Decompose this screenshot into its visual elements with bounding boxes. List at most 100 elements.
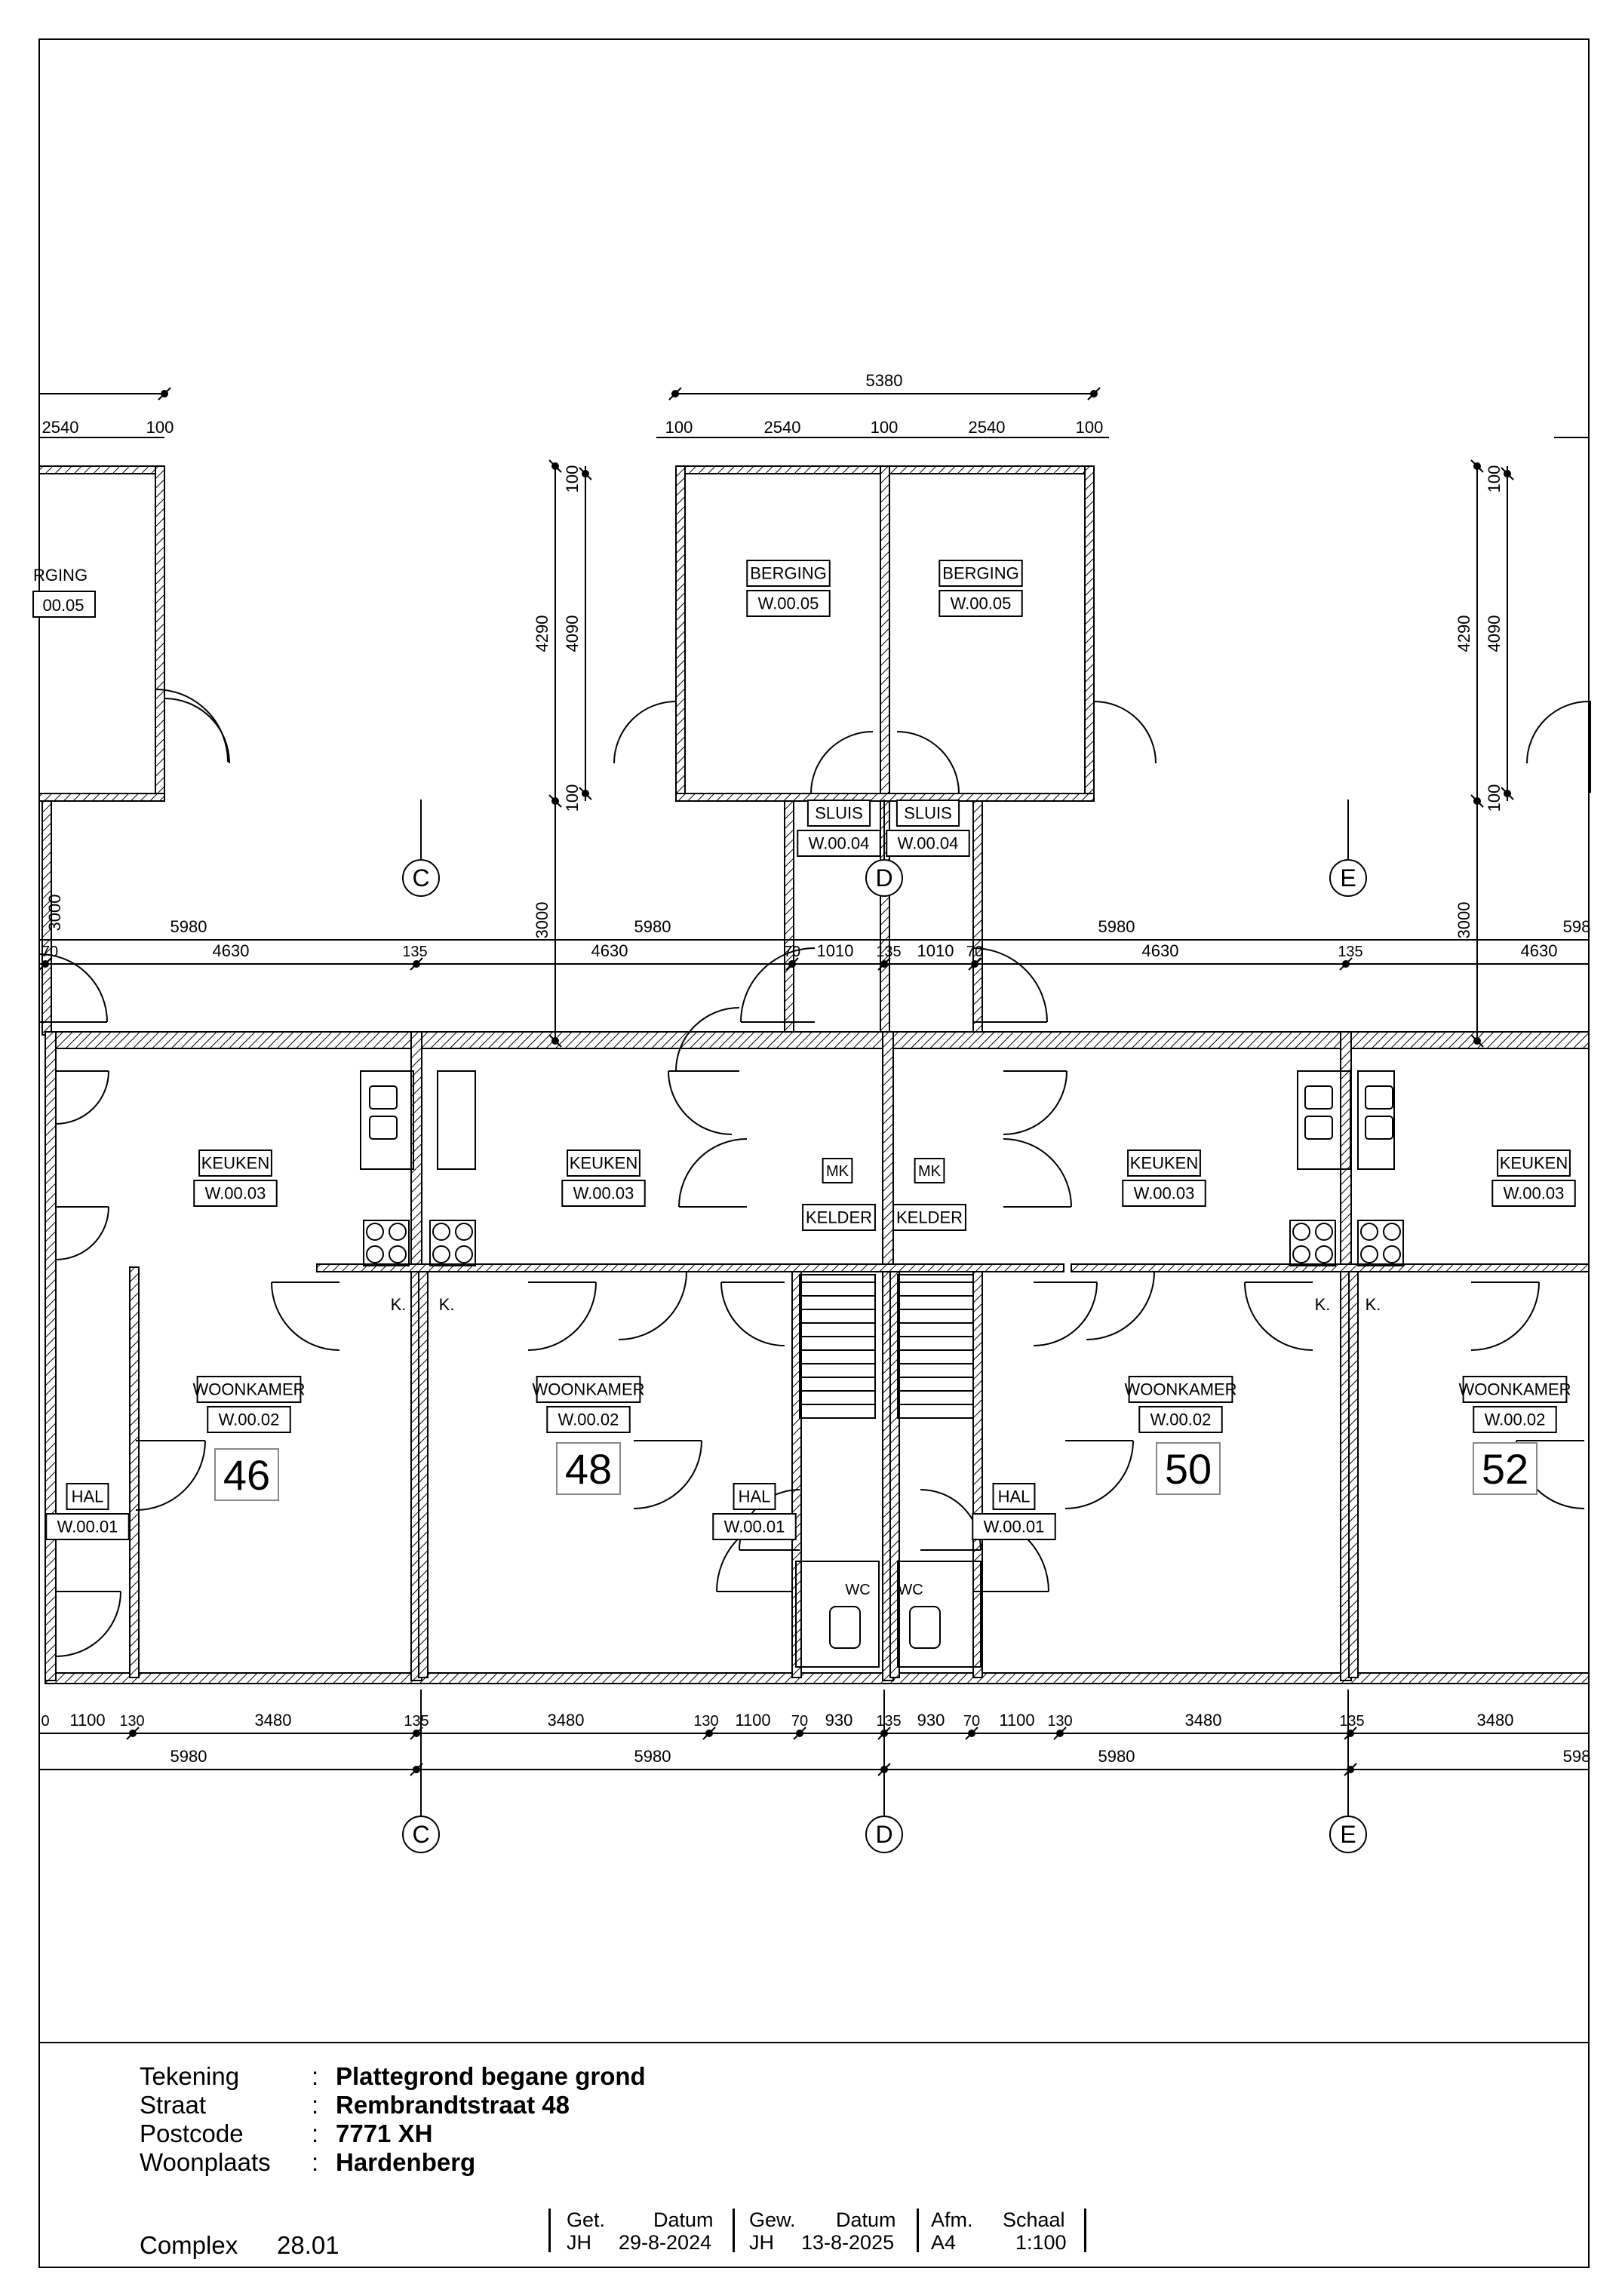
toilet xyxy=(909,1606,941,1649)
door-swing xyxy=(618,1271,687,1340)
house-number-box xyxy=(1473,1442,1538,1495)
dim-rear-small: 130 xyxy=(693,1713,718,1730)
keuken-50-code-box xyxy=(1122,1180,1206,1207)
dim-top-part: 2540 xyxy=(969,418,1006,437)
kitchen-counter xyxy=(1297,1070,1351,1170)
berging-left-name: BERGING xyxy=(750,564,826,583)
hal-50-name-box xyxy=(992,1483,1036,1510)
berging-right-name: BERGING xyxy=(942,564,1018,583)
door-swing xyxy=(1470,1282,1540,1351)
keuken-50-name-box xyxy=(1127,1150,1201,1177)
dimension-node xyxy=(1090,390,1098,398)
door-swing xyxy=(1003,1070,1068,1135)
house-number-box xyxy=(214,1448,279,1501)
wall xyxy=(1084,465,1095,802)
dimension-node xyxy=(1473,462,1481,470)
drawn-by-header: Get. xyxy=(567,2209,606,2231)
burner xyxy=(1360,1223,1378,1241)
hal-48-code-box xyxy=(712,1513,797,1540)
door-swing xyxy=(55,1070,109,1125)
keuken-52-name: KEUKEN xyxy=(1500,1154,1568,1173)
kelder-left-label-box xyxy=(802,1204,876,1231)
dim-front-small: 70 xyxy=(966,944,983,960)
door-swing xyxy=(633,1440,702,1509)
drawn-date-header: Datum xyxy=(653,2209,714,2231)
sluis-right-code-box xyxy=(886,830,970,857)
dim-front: 4630 xyxy=(1142,941,1179,960)
dim-rear-small: 70 xyxy=(791,1713,808,1730)
dimension-node xyxy=(551,797,559,805)
burner xyxy=(1360,1245,1378,1263)
dim-depth: 100 xyxy=(563,465,582,493)
keuken-46-name-box xyxy=(198,1150,272,1177)
wall xyxy=(45,1031,57,1681)
dim-top-total: 5380 xyxy=(866,371,903,390)
wall xyxy=(155,465,165,802)
dimension-node xyxy=(161,390,168,398)
scale-value: 1:100 xyxy=(1015,2231,1067,2254)
hal-46-code-box xyxy=(45,1513,130,1540)
wall xyxy=(316,1263,1064,1272)
dim-top-part: 100 xyxy=(665,418,693,437)
dimension-node xyxy=(968,1730,975,1737)
wc-left-label: WC xyxy=(845,1582,870,1598)
house-number: 52 xyxy=(1482,1445,1528,1493)
woonkamer-46-code-box xyxy=(207,1406,291,1433)
door-swing xyxy=(668,1070,733,1135)
wall xyxy=(784,800,794,1043)
column-separator xyxy=(1084,2209,1086,2252)
wc-cell xyxy=(795,1561,880,1668)
door-swing xyxy=(55,1591,121,1657)
grid-label: D xyxy=(875,864,892,892)
title-label-tekening: Tekening xyxy=(140,2062,240,2090)
door-swing xyxy=(1526,701,1590,764)
sink xyxy=(369,1085,398,1110)
burner xyxy=(366,1245,384,1263)
dimension-node xyxy=(41,960,49,968)
kelder-right-label-box xyxy=(892,1204,966,1231)
berging-right-code-box xyxy=(938,590,1023,617)
burner xyxy=(1383,1245,1401,1263)
drawn-date-value: 29-8-2024 xyxy=(619,2231,712,2254)
sink xyxy=(1365,1116,1393,1140)
mk-left-label: MK xyxy=(826,1163,849,1180)
burner xyxy=(389,1223,407,1241)
kitchen-counter xyxy=(437,1070,476,1170)
keuken-48-code-box xyxy=(561,1180,646,1207)
stair-right xyxy=(897,1274,974,1419)
dim-rear: 3480 xyxy=(548,1711,585,1730)
dim-unit-width: 5980 xyxy=(170,1747,207,1766)
wall xyxy=(1348,1266,1359,1678)
kelder-left-label: KELDER xyxy=(806,1208,872,1227)
keuken-52-code: W.00.03 xyxy=(1504,1184,1565,1203)
grid-bubble xyxy=(865,1816,903,1853)
dim-top-part: 100 xyxy=(146,418,174,437)
grid-bubble xyxy=(1329,1816,1367,1853)
walls-layer xyxy=(38,465,1591,1684)
mk-left-label-box xyxy=(822,1158,853,1183)
column-separator xyxy=(733,2209,735,2252)
door-swing xyxy=(55,1206,109,1260)
grid-bubble xyxy=(865,859,903,897)
dimension-node xyxy=(1342,960,1350,968)
title-value-city: Hardenberg xyxy=(336,2148,476,2176)
sluis-left-name: SLUIS xyxy=(815,804,863,823)
woonkamer-52-code-box xyxy=(1473,1406,1557,1433)
stair-left xyxy=(799,1274,876,1419)
door-swing xyxy=(678,1138,748,1208)
dim-top-part: 2540 xyxy=(764,418,801,437)
keuken-48-name-box xyxy=(567,1150,641,1177)
hal-46-name: HAL xyxy=(72,1487,104,1506)
sluis-right-code: W.00.04 xyxy=(898,834,959,853)
format-value: A4 xyxy=(931,2231,957,2254)
wall xyxy=(675,465,686,802)
dimension-node xyxy=(1056,1730,1064,1737)
burner xyxy=(366,1223,384,1241)
door-swing xyxy=(271,1282,340,1351)
burner xyxy=(1292,1223,1310,1241)
door-swing xyxy=(613,701,677,764)
dimension-node xyxy=(413,1766,420,1773)
dimension-node xyxy=(413,1730,420,1737)
wall xyxy=(972,800,983,1043)
